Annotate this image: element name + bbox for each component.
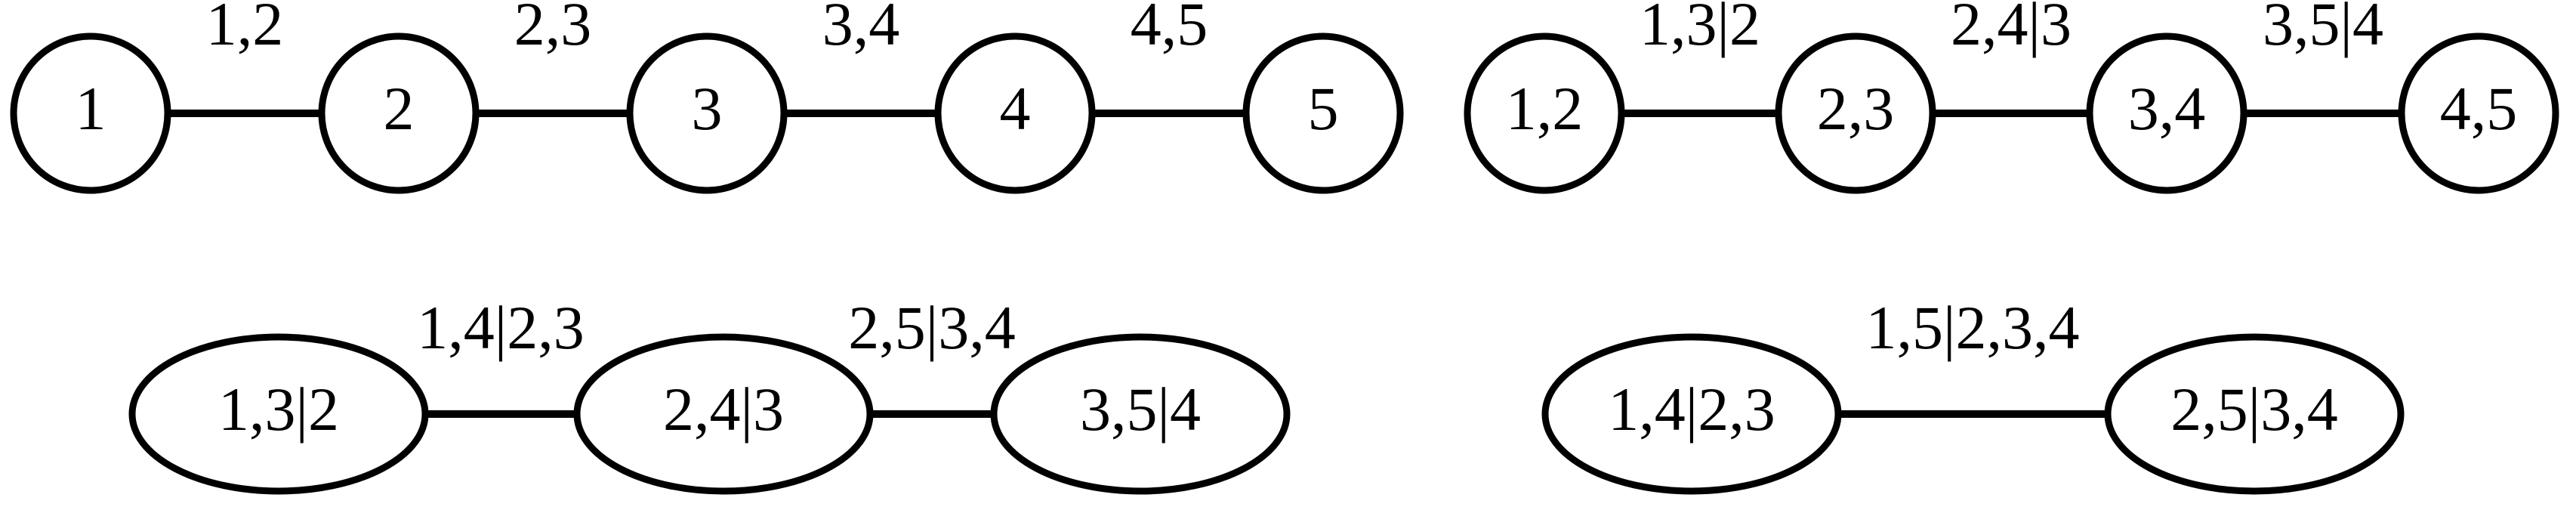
vine-node-label: 2	[384, 74, 415, 143]
vine-node-ellipse[interactable]	[128, 333, 429, 495]
vine-node-circle[interactable]	[626, 32, 788, 194]
vine-node-circle[interactable]	[1775, 32, 1936, 194]
vine-node-ellipse[interactable]	[1541, 333, 1842, 495]
vine-node-label: 5	[1308, 74, 1339, 143]
vine-node-ellipse[interactable]	[990, 333, 1291, 495]
vine-edge-label: 4,5	[1131, 0, 1208, 58]
vine-node-circle[interactable]	[2086, 32, 2247, 194]
vine-node-label: 4,5	[2440, 74, 2518, 143]
vine-edge-label: 1,4|2,3	[417, 293, 584, 362]
vine-edge-label: 2,3	[514, 0, 592, 58]
vine-edge-label: 1,2	[206, 0, 284, 58]
vine-node-ellipse[interactable]	[2104, 333, 2405, 495]
vine-node-circle[interactable]	[934, 32, 1096, 194]
vine-node-circle[interactable]	[2398, 32, 2559, 194]
vine-node-label: 1,3|2	[218, 375, 339, 444]
vine-node-label: 1,4|2,3	[1608, 375, 1775, 444]
vine-tree-1: 1,2 2,3 3,4 4,5 1 2 3 4 5	[10, 0, 1404, 194]
vine-edge-label: 1,3|2	[1640, 0, 1760, 58]
vine-tree-3: 1,4|2,3 2,5|3,4 1,3|2 2,4|3 3,5|4	[128, 293, 1291, 495]
vine-tree-4: 1,5|2,3,4 1,4|2,3 2,5|3,4	[1541, 293, 2405, 495]
vine-node-circle[interactable]	[318, 32, 480, 194]
vine-node-label: 3,5|4	[1080, 375, 1201, 444]
vine-node-label: 3	[692, 74, 723, 143]
vine-node-ellipse[interactable]	[573, 333, 874, 495]
vine-node-circle[interactable]	[1464, 32, 1625, 194]
vine-node-label: 1	[76, 74, 106, 143]
vine-edge-label: 3,4	[822, 0, 900, 58]
vine-edge-label: 2,4|3	[1951, 0, 2072, 58]
vine-node-label: 3,4	[2128, 74, 2206, 143]
vine-node-label: 2,5|3,4	[2170, 375, 2337, 444]
graphs-layer: 1,2 2,3 3,4 4,5 1 2 3 4 5 1,3|2 2,4|3 3,5|4 1,2 2,3 3,…	[10, 0, 2559, 495]
vine-node-label: 2,3	[1817, 74, 1895, 143]
vine-node-circle[interactable]	[10, 32, 171, 194]
vine-edge-label: 1,5|2,3,4	[1866, 293, 2080, 362]
vine-edge-label: 3,5|4	[2263, 0, 2383, 58]
vine-node-label: 4	[1000, 74, 1031, 143]
vine-node-circle[interactable]	[1242, 32, 1404, 194]
vine-node-label: 2,4|3	[663, 375, 784, 444]
vine-edge-label: 2,5|3,4	[848, 293, 1015, 362]
vine-tree-2: 1,3|2 2,4|3 3,5|4 1,2 2,3 3,4 4,5	[1464, 0, 2559, 194]
vine-node-label: 1,2	[1506, 74, 1584, 143]
